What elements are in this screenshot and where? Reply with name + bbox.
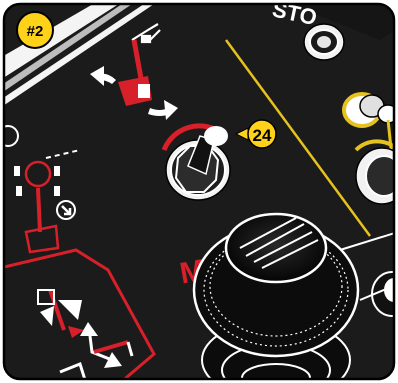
step-callout: #2 (17, 12, 53, 48)
upper-right-switch[interactable] (304, 24, 344, 60)
step-number: #2 (27, 23, 44, 40)
part-callout-number: 24 (253, 126, 272, 145)
